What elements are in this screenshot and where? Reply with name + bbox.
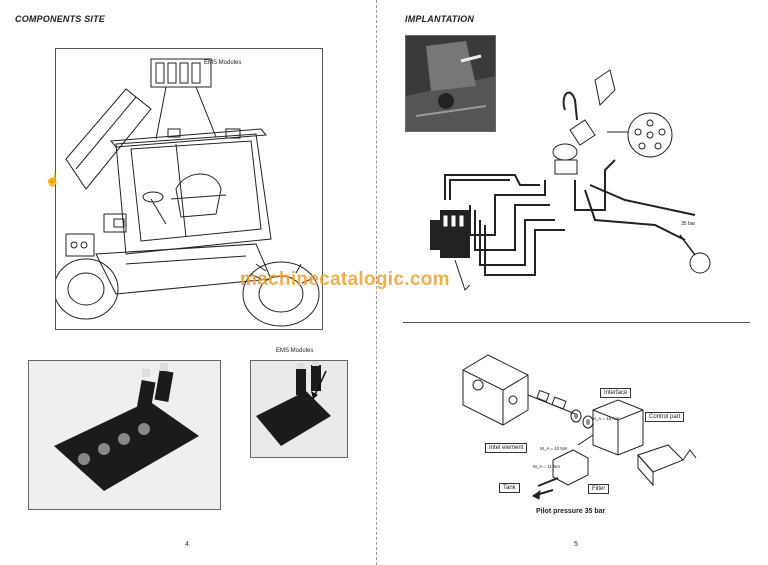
tank-callout: Tank [499, 483, 520, 493]
watermark-text: machinecatalogic.com [240, 269, 450, 290]
ems-block-photo [28, 360, 221, 510]
exploded-valve-drawing [458, 350, 698, 500]
pilot-pressure-caption: Pilot pressure 35 bar [536, 508, 606, 515]
cab-interior-photo-drawing [406, 36, 495, 131]
torque-label-3: M_A = 11 Nm [533, 464, 561, 469]
intel-element-callout: Intel element [485, 443, 528, 453]
telehandler-cab-drawing [56, 58, 320, 327]
left-page-number: 4 [185, 541, 189, 548]
hydraulic-layout-svg [430, 69, 711, 291]
pressure-35-bar-label: 35 bar [681, 221, 696, 227]
torque-label-2: M_A = 10 Nm [540, 446, 568, 451]
ems-block-photo-drawing [29, 361, 220, 509]
hand-pointer-icon[interactable]: ☝ [45, 173, 60, 187]
exploded-valve-svg [462, 354, 697, 500]
ems-modules-photo-drawing [251, 361, 347, 457]
filter-callout: Filter [588, 484, 610, 494]
cab-interior-photo [405, 35, 496, 132]
control-part-callout: Control part [645, 412, 685, 422]
page-divider [376, 0, 377, 565]
right-page-number: 5 [574, 541, 578, 548]
ems-modules-diagram-label: EMS Modules [204, 60, 242, 66]
machine-diagram-frame: EMS Modules [55, 48, 323, 330]
left-page-heading: COMPONENTS SITE [15, 14, 106, 24]
ems-modules-photo [250, 360, 348, 458]
interface-callout: Interface [600, 388, 632, 398]
torque-label-1: M_A = 16 Nm [592, 416, 620, 421]
ems-modules-photo-label: EMS Modules [276, 348, 314, 354]
section-divider [403, 322, 750, 323]
right-page-heading: IMPLANTATION [405, 14, 475, 24]
hydraulic-layout-drawing: 35 bar [425, 60, 755, 310]
